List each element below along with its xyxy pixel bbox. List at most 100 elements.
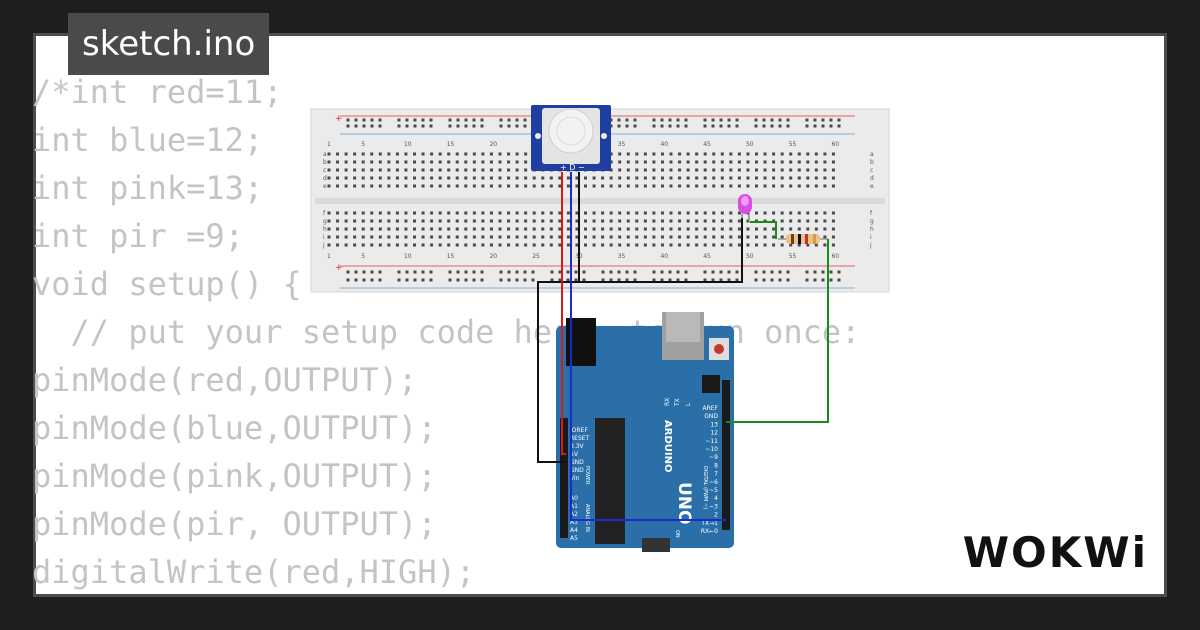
row-letter: d (870, 175, 874, 182)
column-number: 55 (789, 141, 797, 148)
pin-label: ~11 (705, 438, 718, 445)
pin-label: IOREF (570, 427, 588, 434)
row-letter: a (323, 151, 327, 158)
board-section-label: ON (674, 530, 680, 538)
pin-label: GND (570, 467, 584, 474)
wire-green-led (750, 221, 777, 239)
row-letter: h (870, 226, 874, 233)
column-number: 45 (703, 141, 711, 148)
column-number: 60 (831, 141, 839, 148)
pin-label: ~3 (709, 503, 718, 510)
column-number: 25 (532, 253, 540, 260)
column-number: 20 (489, 141, 497, 148)
pin-label: RX←0 (701, 528, 718, 535)
board-led-label: TX (674, 398, 681, 407)
pin-label: 4 (714, 495, 718, 502)
row-letter: j (322, 242, 325, 249)
column-number: 40 (660, 253, 668, 260)
pin-label: 3.3V (570, 443, 585, 450)
pin-label: GND (704, 413, 718, 420)
resistor[interactable] (778, 234, 828, 244)
pin-label: 2 (714, 512, 718, 519)
column-number: 15 (447, 141, 455, 148)
reset-button[interactable] (714, 344, 724, 354)
pin-label: A1 (570, 503, 578, 510)
arduino-model: UNO (674, 482, 694, 524)
breadboard: 1155101015152020252530303535404045455050… (310, 108, 890, 293)
column-number: 1 (327, 253, 331, 260)
column-number: 10 (404, 141, 412, 148)
wire-black-led (579, 218, 743, 283)
row-letter: c (870, 167, 873, 174)
row-letter: d (323, 175, 327, 182)
row-letter: g (323, 218, 327, 225)
board-section-labels: POWER ANALOG IN DIGITAL (PWM ~) ON (584, 466, 708, 538)
pin-label: A2 (570, 511, 578, 518)
column-number: 15 (447, 253, 455, 260)
wire-black-gnd (537, 172, 580, 463)
wire-blue-signal (570, 172, 726, 521)
row-letter: j (869, 242, 872, 249)
column-number: 55 (789, 253, 797, 260)
pin-label: A0 (570, 495, 578, 502)
column-number: 5 (361, 141, 365, 148)
pin-label: Vin (570, 475, 580, 482)
filename-tab[interactable]: sketch.ino (68, 13, 270, 75)
pin-label: AREF (702, 405, 718, 412)
pin-label: A5 (570, 535, 578, 542)
board-section-label: ANALOG IN (584, 504, 590, 532)
pin-label: ~5 (709, 487, 718, 494)
pir-sensor[interactable]: + D − (531, 105, 611, 172)
pin-label: 12 (710, 430, 718, 437)
board-led-label: RX (664, 398, 671, 406)
row-letter: c (323, 167, 326, 174)
code-line: void setup() { (32, 265, 302, 303)
code-line: int pink=13; (32, 169, 264, 207)
pin-label: 5V (570, 451, 579, 458)
code-line: pinMode(pir, OUTPUT); (32, 505, 437, 543)
pin-label: 7 (714, 471, 718, 478)
wires (537, 172, 829, 521)
rail-plus-bottom: + (335, 263, 343, 273)
pin-label: 13 (710, 421, 718, 428)
row-letter: f (870, 210, 873, 217)
column-number: 50 (746, 253, 754, 260)
board-section-label: DIGITAL (PWM ~) (702, 466, 708, 509)
code-line: pinMode(red,OUTPUT); (32, 361, 418, 399)
row-letter: g (870, 218, 874, 225)
column-number: 50 (746, 141, 754, 148)
breadboard-labels: 1155101015152020252530303535404045455050… (322, 141, 874, 260)
column-number: 35 (618, 141, 626, 148)
pin-label: RESET (570, 435, 590, 442)
code-line: pinMode(pink,OUTPUT); (32, 457, 437, 495)
row-letter: a (870, 151, 874, 158)
code-line: /*int red=11; (32, 73, 283, 111)
pin-label: A4 (570, 527, 578, 534)
row-letter: i (323, 234, 325, 241)
column-number: 5 (361, 253, 365, 260)
row-letter: h (323, 226, 327, 233)
board-led-label: L (685, 402, 692, 406)
column-number: 10 (404, 253, 412, 260)
breadboard-holes (327, 118, 841, 282)
row-letter: b (323, 159, 327, 166)
pir-pin-labels: + D − (560, 163, 585, 172)
code-line: int pir =9; (32, 217, 244, 255)
code-line: digitalWrite(red,HIGH); (32, 553, 476, 591)
wokwi-logo[interactable]: WOKWi (962, 528, 1148, 577)
row-letter: f (323, 210, 326, 217)
pin-label: TX→1 (700, 520, 718, 527)
code-line: int blue=12; (32, 121, 264, 159)
board-section-label: POWER (584, 466, 590, 485)
rail-plus-top: + (335, 114, 343, 124)
pin-label: GND (570, 459, 584, 466)
pin-label: ~10 (705, 446, 718, 453)
pin-label: 8 (714, 462, 718, 469)
row-letter: e (323, 183, 327, 190)
